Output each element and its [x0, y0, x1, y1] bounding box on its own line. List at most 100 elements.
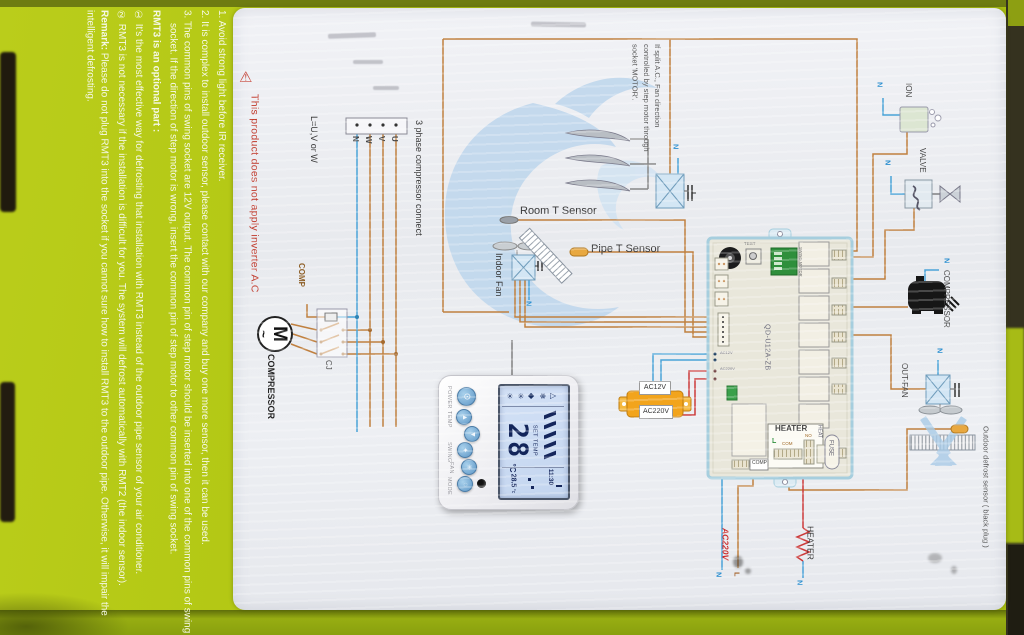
fan-speed-bar [544, 420, 556, 430]
outdoor-air-arrows [920, 416, 967, 466]
power-icon: ⊙ [461, 392, 472, 401]
compressor-left-label: COMPRESSOR [265, 354, 276, 420]
remote-thermostat: POWER TEMP SWING FAN MODE ⊙ ▲ ▼ ✦ ✳ ◌ ☀ … [438, 375, 579, 510]
mode-icon: ◌ [461, 481, 469, 487]
ink-smudge [928, 553, 942, 563]
board-heater-com: COM [782, 441, 793, 446]
fan-icon: ✳ [516, 392, 526, 400]
remark: Remark: Please do not plug RMT3 into the… [82, 10, 110, 635]
terminal-n-label: N [350, 136, 360, 142]
ir-led [477, 479, 486, 488]
warning-text: This product does not apply inverter A.C [248, 94, 261, 293]
n-label-heater: N [795, 580, 805, 586]
snow-icon: ❄ [538, 392, 548, 400]
faint-stamp [530, 21, 587, 28]
temp-down-button[interactable]: ▼ [464, 426, 480, 442]
step-motor [655, 173, 696, 209]
room-sensor-label: Room T Sensor [520, 205, 597, 217]
ion-generator [899, 106, 942, 133]
panel-notes: 1. Avoid strong light before IR receiver… [22, 0, 228, 635]
pipe-sensor-bulb [569, 247, 589, 257]
transformer-ac220v-label: AC220V [639, 405, 673, 419]
wires-gray [511, 193, 940, 375]
swing-icon: ✦ [461, 447, 468, 453]
ink-smudge [951, 566, 957, 574]
lcd-divider-top [502, 406, 564, 407]
junction-blue [355, 315, 359, 319]
swing-louvers [564, 129, 631, 192]
power-button[interactable]: ⊙ [457, 387, 476, 406]
ink-smudge [733, 556, 743, 568]
box-left-flap-gap-top [0, 52, 16, 212]
diagram-sheet: ⚠ This product does not apply inverter A… [233, 8, 1006, 610]
mode-button[interactable]: ◌ [457, 476, 473, 492]
ac220v-label: AC220V [720, 528, 731, 561]
note-3: 3. The common pins of swing socket are 1… [167, 10, 193, 634]
control-board [706, 228, 854, 488]
evaporator-coil [518, 227, 573, 284]
box-right-bottom-dark [1008, 545, 1024, 635]
auto-icon: △ [549, 392, 559, 400]
arrow-down-icon: ▼ [468, 430, 476, 438]
rmt3-item-2: ② RMT3 is not necessary if the installat… [115, 10, 127, 586]
remark-text: Please do not plug RMT3 into the socket … [84, 10, 110, 616]
comp-wire-label: COMP [296, 263, 306, 287]
three-phase-label: 3 phase compressor connect [413, 120, 424, 236]
fan-button[interactable]: ✳ [461, 459, 477, 475]
l-note-label: L=U,V or W [308, 116, 319, 163]
ion-label: ION [903, 83, 913, 98]
n-label-outfan: N [935, 348, 945, 354]
fan-speed-bar [544, 430, 556, 440]
wires-blue [337, 98, 939, 578]
board-heater-title: HEATER [775, 424, 808, 433]
four-way-valve [904, 179, 961, 211]
arrow-up-icon: ▲ [460, 413, 468, 421]
transformer-ac12v-label: AC12V [639, 381, 671, 395]
outdoor-compressor [908, 276, 960, 314]
clock-time: 11:30 [547, 468, 555, 486]
pipe-sensor-label: Pipe T Sensor [591, 243, 661, 255]
compressor-right-label: COMPRESSOR [941, 270, 951, 328]
board-heater-no: NO [805, 433, 812, 438]
board-ac12v-label: AC12V [720, 350, 733, 355]
n-label-ion: N [875, 82, 885, 88]
temp-up-button[interactable]: ▲ [456, 409, 472, 425]
valve-label: VALVE [917, 148, 927, 173]
board-heat-label: HEAT [816, 425, 823, 438]
remark-label: Remark: [98, 10, 110, 51]
wiring-diagram-svg [257, 38, 976, 578]
faint-stamp [353, 60, 383, 64]
fan-button-icon: ✳ [465, 464, 472, 470]
sun-icon: ☀ [505, 392, 515, 400]
board-comp-label: COMP [752, 460, 767, 466]
board-fuse-label: FUSE [827, 440, 834, 457]
set-temp-value: 28 [502, 422, 534, 460]
n-label-indoorfan: N [524, 301, 534, 307]
terminal-v-label: V [376, 136, 386, 142]
out-fan-label: OUT-FAN [899, 363, 909, 398]
fan-speed-bar [544, 450, 556, 460]
n-label-valve: N [883, 160, 893, 166]
temp-button-label: TEMP [446, 411, 452, 428]
board-test-label[interactable]: TEST [744, 241, 756, 246]
note-1: 1. Avoid strong light before IR receiver… [216, 10, 227, 182]
warning-triangle-icon: ⚠ [239, 69, 253, 86]
out-fan-motor [918, 374, 963, 415]
set-temp-label: SET TEMP [532, 424, 538, 457]
rmt3-item-1: ① It's the most effective way for defros… [133, 10, 145, 575]
motor-tilde-label: ~ [256, 330, 272, 338]
fan-speed-bar [544, 440, 556, 450]
faint-stamp [373, 86, 399, 90]
box-left-flap-gap-bottom [0, 382, 15, 522]
power-button-label: POWER [446, 386, 452, 409]
box-top-edge [0, 0, 1024, 7]
ink-smudge [745, 568, 751, 574]
note-2: 2. It is complex to install outdoor sens… [198, 10, 210, 545]
terminal-u-label: U [389, 136, 399, 142]
split-ac-note: If split A.C., Fan direction controlled … [630, 44, 663, 152]
n-label-stepmotor: N [671, 144, 681, 150]
lcd-indicator [556, 485, 562, 487]
swing-button[interactable]: ✦ [457, 442, 473, 458]
outdoor-defrost-sensor-bulb [950, 424, 969, 434]
